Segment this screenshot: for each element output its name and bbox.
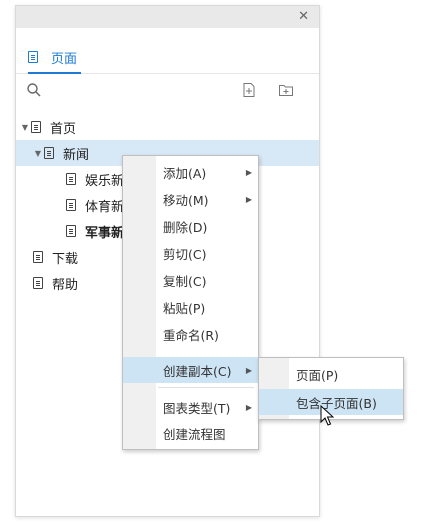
panel-toolbar: [16, 78, 319, 104]
tree-item-sports[interactable]: 体育新: [16, 192, 319, 218]
tree-item-label: 新闻: [63, 147, 90, 163]
menu-item-move[interactable]: 移动(M) ▶: [123, 186, 258, 212]
tree-item-label: 首页: [50, 121, 77, 137]
collapse-arrow-icon[interactable]: ▼: [34, 148, 42, 158]
search-icon[interactable]: [26, 82, 42, 98]
menu-item-delete[interactable]: 删除(D): [123, 213, 258, 239]
menu-item-paste[interactable]: 粘贴(P): [123, 294, 258, 320]
tree-item-military[interactable]: 军事新: [16, 218, 319, 244]
menu-item-duplicate[interactable]: 创建副本(C) ▶: [123, 357, 258, 383]
menu-item-label: 删除(D): [163, 219, 208, 235]
document-icon: [44, 147, 54, 159]
menu-item-label: 重命名(R): [163, 327, 219, 343]
menu-item-add[interactable]: 添加(A) ▶: [123, 159, 258, 185]
document-icon: [66, 225, 76, 237]
menu-separator: [158, 387, 254, 388]
document-icon: [33, 251, 43, 263]
menu-gutter: [123, 156, 156, 449]
close-icon[interactable]: ✕: [298, 9, 309, 24]
tree-item-label: 体育新: [85, 199, 125, 215]
duplicate-submenu: 页面(P) 包含子页面(B): [258, 357, 404, 420]
submenu-arrow-icon: ▶: [245, 167, 252, 177]
menu-item-label: 图表类型(T): [163, 400, 231, 416]
collapse-arrow-icon[interactable]: ▼: [21, 122, 29, 132]
menu-item-copy[interactable]: 复制(C): [123, 267, 258, 293]
menu-item-label: 粘贴(P): [163, 300, 206, 316]
tree-item-label: 帮助: [52, 277, 79, 293]
submenu-item-page[interactable]: 页面(P): [259, 361, 403, 387]
tab-pages-label: 页面: [51, 51, 78, 67]
submenu-item-include-children[interactable]: 包含子页面(B): [259, 389, 403, 415]
submenu-arrow-icon: ▶: [245, 402, 252, 412]
menu-item-label: 包含子页面(B): [296, 395, 377, 411]
panel-titlebar: ✕: [16, 6, 319, 28]
add-page-icon[interactable]: [241, 82, 257, 98]
document-icon: [28, 51, 38, 63]
menu-item-rename[interactable]: 重命名(R): [123, 321, 258, 347]
tree-item-help[interactable]: 帮助: [16, 270, 319, 296]
menu-item-label: 创建流程图: [163, 426, 226, 442]
tab-bar: 页面: [16, 28, 319, 74]
menu-item-label: 页面(P): [296, 367, 339, 383]
menu-item-cut[interactable]: 剪切(C): [123, 240, 258, 266]
menu-item-label: 剪切(C): [163, 246, 207, 262]
document-icon: [31, 121, 41, 133]
context-menu: 添加(A) ▶ 移动(M) ▶ 删除(D) 剪切(C) 复制(C) 粘贴(P) …: [122, 155, 259, 450]
add-folder-icon[interactable]: [278, 82, 294, 98]
submenu-arrow-icon: ▶: [245, 365, 252, 375]
menu-item-create-flowchart[interactable]: 创建流程图: [123, 420, 258, 446]
menu-item-label: 添加(A): [163, 165, 207, 181]
tab-pages[interactable]: 页面: [28, 42, 82, 74]
document-icon: [66, 173, 76, 185]
tree-item-label: 下载: [52, 251, 79, 267]
menu-item-chart-type[interactable]: 图表类型(T) ▶: [123, 394, 258, 420]
submenu-arrow-icon: ▶: [245, 194, 252, 204]
menu-item-label: 复制(C): [163, 273, 207, 289]
mouse-cursor-icon: [320, 405, 334, 426]
menu-item-label: 创建副本(C): [163, 363, 232, 379]
tree-item-label: 军事新: [85, 225, 125, 241]
menu-item-label: 移动(M): [163, 192, 209, 208]
document-icon: [66, 199, 76, 211]
document-icon: [33, 277, 43, 289]
tree-item-home[interactable]: ▼ 首页: [16, 114, 319, 140]
tree-item-entertainment[interactable]: 娱乐新: [16, 166, 319, 192]
tree-item-download[interactable]: 下载: [16, 244, 319, 270]
tree-item-label: 娱乐新: [85, 173, 125, 189]
